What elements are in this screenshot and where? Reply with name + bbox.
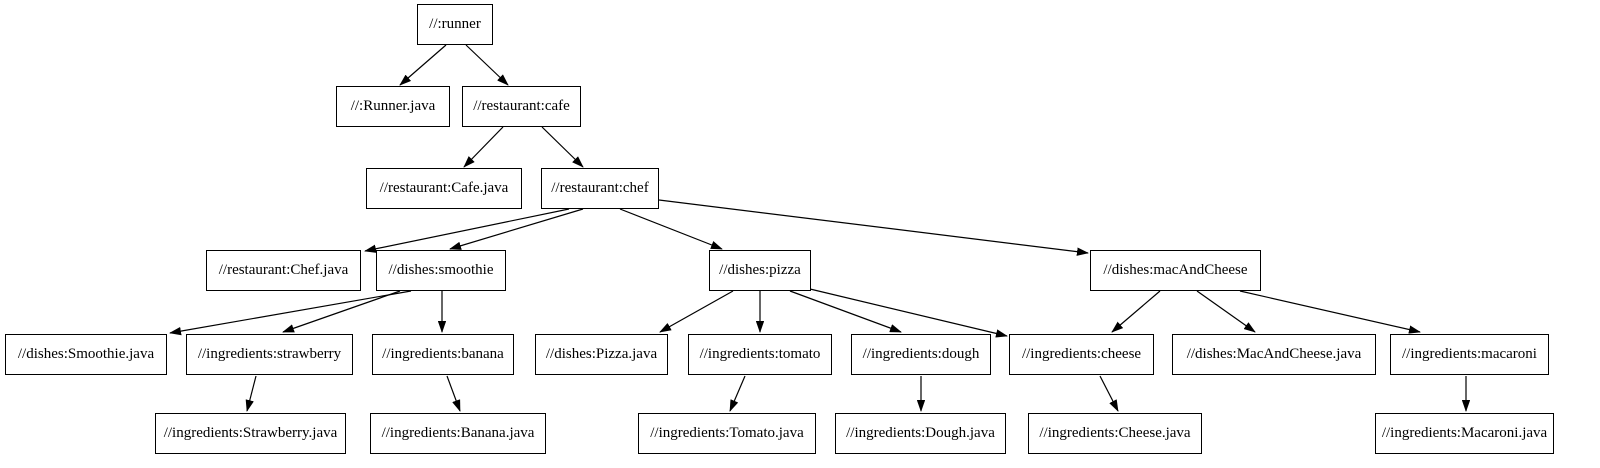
node-label: //ingredients:cheese <box>1021 346 1142 362</box>
graph-node-strawberry_java[interactable]: //ingredients:Strawberry.java <box>155 413 346 454</box>
graph-node-dishes_smoothie[interactable]: //dishes:smoothie <box>376 250 506 291</box>
node-label: //ingredients:Macaroni.java <box>1381 425 1548 441</box>
node-label: //restaurant:cafe <box>473 98 570 114</box>
graph-node-chef_java[interactable]: //restaurant:Chef.java <box>206 250 361 291</box>
node-label: //dishes:Pizza.java <box>545 346 658 362</box>
node-label: //ingredients:strawberry <box>197 346 342 362</box>
node-label: //:Runner.java <box>350 98 436 114</box>
node-label: //dishes:pizza <box>719 262 801 278</box>
graph-node-runner[interactable]: //:runner <box>417 4 493 45</box>
graph-node-dough_java[interactable]: //ingredients:Dough.java <box>835 413 1006 454</box>
graph-node-mac_java[interactable]: //dishes:MacAndCheese.java <box>1172 334 1376 375</box>
graph-node-ing_macaroni[interactable]: //ingredients:macaroni <box>1390 334 1549 375</box>
graph-node-ing_dough[interactable]: //ingredients:dough <box>851 334 991 375</box>
node-label: //dishes:Smoothie.java <box>17 346 155 362</box>
graph-node-banana_java[interactable]: //ingredients:Banana.java <box>370 413 546 454</box>
graph-node-dishes_mac[interactable]: //dishes:macAndCheese <box>1090 250 1261 291</box>
graph-node-ing_cheese[interactable]: //ingredients:cheese <box>1009 334 1154 375</box>
node-label: //dishes:macAndCheese <box>1103 262 1248 278</box>
graph-node-smoothie_java[interactable]: //dishes:Smoothie.java <box>5 334 167 375</box>
graph-node-runner_java[interactable]: //:Runner.java <box>336 86 450 127</box>
graph-node-macaroni_java[interactable]: //ingredients:Macaroni.java <box>1375 413 1554 454</box>
graph-node-restaurant_chef[interactable]: //restaurant:chef <box>541 168 659 209</box>
graph-node-tomato_java[interactable]: //ingredients:Tomato.java <box>638 413 816 454</box>
graph-node-restaurant_cafe[interactable]: //restaurant:cafe <box>462 86 581 127</box>
graph-node-cafe_java[interactable]: //restaurant:Cafe.java <box>366 168 522 209</box>
graph-node-pizza_java[interactable]: //dishes:Pizza.java <box>535 334 668 375</box>
graph-node-dishes_pizza[interactable]: //dishes:pizza <box>709 250 811 291</box>
node-label: //restaurant:Chef.java <box>218 262 349 278</box>
node-label: //ingredients:macaroni <box>1402 346 1537 362</box>
graph-node-ing_strawberry[interactable]: //ingredients:strawberry <box>186 334 353 375</box>
node-label: //ingredients:tomato <box>699 346 821 362</box>
node-label: //ingredients:Dough.java <box>846 425 995 441</box>
node-label: //restaurant:chef <box>551 180 649 196</box>
node-label: //ingredients:Strawberry.java <box>163 425 338 441</box>
node-label: //ingredients:Cheese.java <box>1039 425 1191 441</box>
graph-node-ing_banana[interactable]: //ingredients:banana <box>372 334 514 375</box>
graph-node-ing_tomato[interactable]: //ingredients:tomato <box>688 334 832 375</box>
node-label: //ingredients:banana <box>382 346 504 362</box>
node-label: //:runner <box>429 16 481 32</box>
graph-node-cheese_java[interactable]: //ingredients:Cheese.java <box>1028 413 1202 454</box>
node-label: //ingredients:dough <box>862 346 980 362</box>
node-label: //ingredients:Banana.java <box>381 425 535 441</box>
node-label: //restaurant:Cafe.java <box>379 180 509 196</box>
node-label: //dishes:smoothie <box>388 262 494 278</box>
node-label: //ingredients:Tomato.java <box>650 425 804 441</box>
node-label: //dishes:MacAndCheese.java <box>1186 346 1362 362</box>
